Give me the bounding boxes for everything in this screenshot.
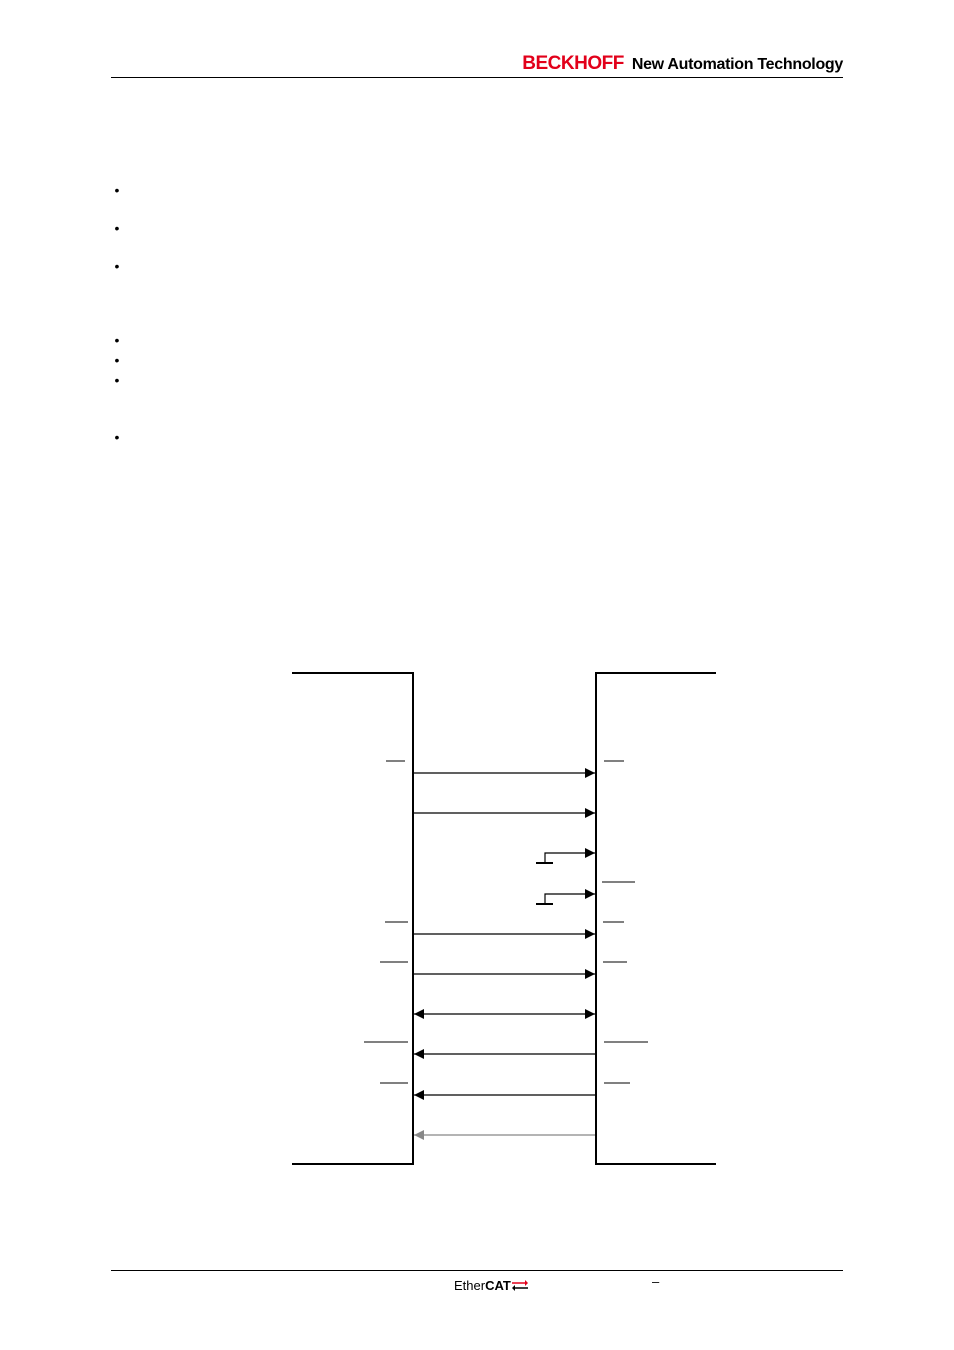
signal-line-3	[544, 848, 595, 863]
bullet-marker: •	[114, 258, 120, 274]
bullet-marker: •	[114, 182, 120, 198]
header-rule	[111, 77, 843, 78]
header-brand: BECKHOFF New Automation Technology	[522, 53, 843, 75]
ethercat-logo-cat: CAT	[485, 1277, 511, 1293]
beckhoff-logo: BECKHOFF	[522, 53, 624, 74]
footer-dash: –	[652, 1274, 660, 1289]
brand-tagline: New Automation Technology	[631, 56, 843, 73]
left-device-box	[292, 672, 414, 1165]
footer-rule	[111, 1270, 843, 1271]
right-device-box	[595, 672, 716, 1165]
bullet-marker: •	[114, 220, 120, 236]
ethercat-arrows-icon	[511, 1280, 528, 1291]
signal-line-4	[544, 889, 595, 904]
bullet-marker: •	[114, 372, 120, 388]
ethercat-logo: Ether CAT	[454, 1275, 529, 1295]
bullet-marker: •	[114, 332, 120, 348]
ethercat-logo-ether: Ether	[454, 1277, 486, 1293]
bullet-marker: •	[114, 352, 120, 368]
bullet-marker: •	[114, 429, 120, 445]
